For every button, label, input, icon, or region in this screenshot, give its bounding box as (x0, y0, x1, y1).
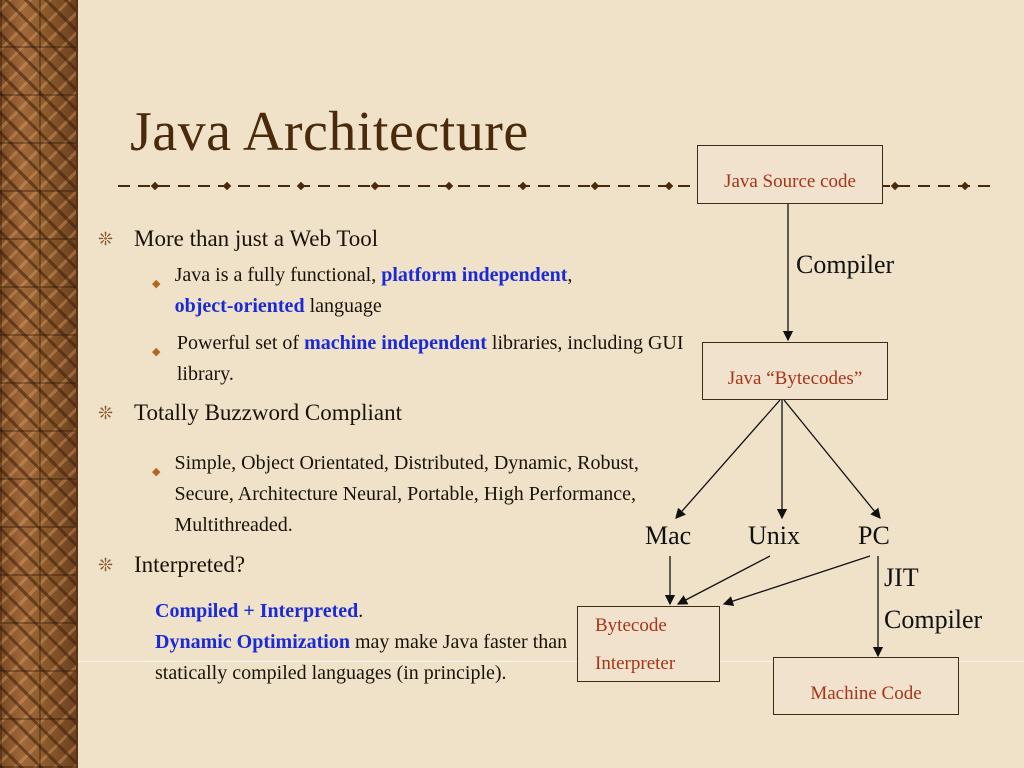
bullet-marker-icon: ❊ (98, 229, 114, 249)
text-run: Powerful set of (176, 332, 305, 354)
box-label: Java “Bytecodes” (727, 368, 863, 389)
arrow-to-pc (783, 399, 881, 520)
text-run: , (567, 264, 573, 286)
box-label: Bytecode (595, 615, 667, 636)
diamond-bullet-icon: ◆ (152, 278, 161, 290)
arrow-unix-to-interpreter (676, 555, 771, 605)
text-run: may make Java faster than statically com… (155, 631, 568, 684)
platform-mac: Mac (645, 521, 692, 550)
highlight-text: platform independent (381, 264, 568, 286)
platform-unix: Unix (748, 521, 800, 550)
bullet-web-tool: ❊ More than just a Web Tool (98, 226, 378, 252)
box-label: Java Source code (724, 171, 856, 192)
bytecode-interpreter-box: Bytecode Interpreter (577, 606, 720, 682)
jit-label: JIT (884, 563, 919, 592)
subbullet-text: Powerful set of machine independent libr… (177, 328, 692, 390)
machine-code-box: Machine Code (773, 657, 959, 715)
box-label: Machine Code (810, 683, 922, 704)
bullet-buzzword: ❊ Totally Buzzword Compliant (98, 400, 402, 426)
highlight-text: Dynamic Optimization (155, 631, 350, 653)
java-bytecodes-box: Java “Bytecodes” (702, 342, 888, 400)
subbullet-text: Simple, Object Orientated, Distributed, … (174, 452, 639, 536)
arrow-to-mac (675, 399, 781, 519)
platform-pc: PC (858, 521, 890, 550)
jit-compiler-label: Compiler (884, 605, 983, 634)
text-run: libraries, including GUI library. (176, 332, 684, 385)
box-label: Interpreter (595, 653, 676, 674)
title-divider (118, 185, 994, 187)
bullet-text: Totally Buzzword Compliant (134, 400, 402, 425)
bullet-marker-icon: ❊ (98, 555, 114, 575)
compiler-label: Compiler (796, 250, 895, 279)
subbullet-libraries: ◆ Powerful set of machine independent li… (152, 328, 692, 390)
highlight-text: Compiled + Interpreted (155, 600, 359, 622)
arrow-pc-to-interpreter (722, 555, 871, 607)
highlight-text: machine independent (304, 332, 487, 354)
diamond-bullet-icon: ◆ (152, 346, 161, 358)
diamond-bullet-icon: ◆ (152, 466, 161, 478)
java-source-code-box: Java Source code (697, 145, 883, 204)
highlight-text: object-oriented (174, 295, 305, 317)
bullet-text: Interpreted? (134, 552, 246, 577)
subbullet-text: Java is a fully functional, platform ind… (175, 260, 612, 322)
bullet-marker-icon: ❊ (98, 403, 114, 423)
bottom-rule (78, 661, 1024, 662)
bullet-text: More than just a Web Tool (134, 226, 379, 251)
subbullet-fully-functional: ◆ Java is a fully functional, platform i… (152, 260, 612, 322)
bullet-interpreted: ❊ Interpreted? (98, 552, 245, 578)
interpreted-note: Compiled + Interpreted. Dynamic Optimiza… (155, 596, 585, 689)
text-run: . (358, 600, 364, 622)
parquet-side-strip (0, 0, 78, 768)
slide-title: Java Architecture (130, 101, 529, 163)
text-run: Java is a fully functional, (174, 264, 382, 286)
text-run: language (304, 295, 382, 317)
subbullet-buzzwords: ◆ Simple, Object Orientated, Distributed… (152, 448, 672, 541)
